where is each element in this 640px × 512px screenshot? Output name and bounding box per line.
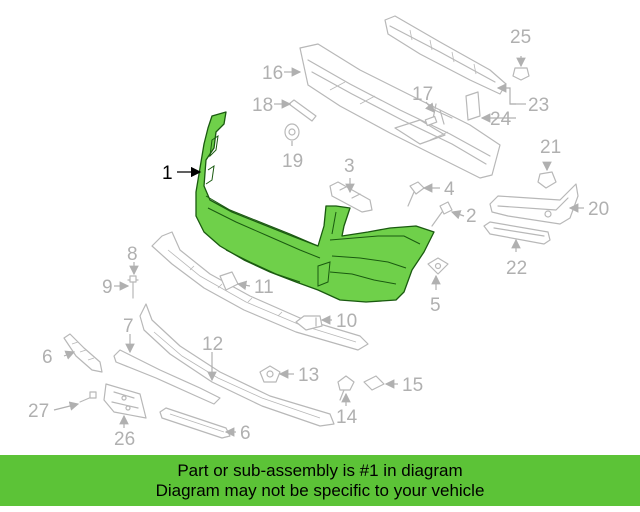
part-25-clip	[512, 67, 530, 81]
callout-8: 8	[127, 244, 138, 265]
callout-19: 19	[282, 151, 303, 172]
part-6-lower-trim	[159, 407, 231, 439]
part-9-clip	[127, 275, 139, 299]
info-banner: Part or sub-assembly is #1 in diagram Di…	[0, 455, 640, 506]
callout-14: 14	[336, 407, 358, 428]
callout-7: 7	[123, 316, 134, 337]
callout-6-left: 6	[42, 347, 53, 368]
part-20-side-bracket	[489, 183, 579, 225]
callout-9: 9	[102, 277, 113, 298]
callout-25: 25	[510, 27, 531, 48]
part-22-lower-trim	[483, 221, 551, 245]
callout-26: 26	[114, 429, 135, 450]
callout-24: 24	[490, 109, 512, 130]
callout-13: 13	[298, 365, 319, 386]
part-7-lower-strip	[139, 303, 335, 427]
callout-20: 20	[588, 199, 609, 220]
banner-line-disclaimer: Diagram may not be specific to your vehi…	[155, 480, 485, 500]
part-24-plate	[465, 91, 481, 121]
callout-27: 27	[28, 401, 49, 422]
part-18-bracket	[288, 99, 317, 122]
leader-lines	[53, 56, 584, 437]
part-26-license-bracket	[103, 383, 147, 419]
part-21-clip	[537, 171, 557, 189]
callout-18: 18	[252, 95, 273, 116]
part-1-bumper-cover	[195, 111, 435, 303]
callout-11: 11	[254, 277, 274, 298]
callout-10: 10	[336, 311, 357, 332]
callout-5: 5	[430, 295, 441, 316]
callout-3: 3	[344, 156, 355, 177]
callout-2: 2	[466, 206, 477, 227]
callout-1: 1	[162, 163, 173, 184]
part-19-clip	[284, 123, 300, 141]
exploded-parts-diagram: 1 16 18 19 3 4 2 5 17 23 24 25 21 20 22 …	[28, 15, 609, 450]
part-12-strip	[113, 349, 221, 405]
callout-labels: 1 16 18 19 3 4 2 5 17 23 24 25 21 20 22 …	[28, 27, 609, 450]
callout-16: 16	[262, 63, 283, 84]
callout-23: 23	[528, 95, 549, 116]
part-8-upper-strip	[151, 231, 369, 351]
callout-21: 21	[540, 137, 561, 158]
part-5-clip	[427, 257, 449, 275]
part-16-reinforcement-beam	[299, 43, 501, 179]
callout-17: 17	[412, 84, 433, 105]
callout-12: 12	[202, 334, 223, 355]
part-27-screw	[79, 391, 97, 403]
part-4-screw	[407, 181, 425, 207]
part-17-bolt	[424, 103, 453, 127]
part-23-energy-absorber	[384, 15, 507, 95]
part-6-left-bracket	[63, 333, 103, 373]
callout-6-lower: 6	[240, 423, 251, 444]
part-13-nut	[259, 365, 281, 383]
callout-15: 15	[402, 375, 423, 396]
part-15-clip	[363, 375, 385, 391]
callout-4: 4	[444, 179, 455, 200]
callout-22: 22	[506, 258, 527, 279]
banner-line-part-number: Part or sub-assembly is #1 in diagram	[177, 460, 463, 480]
part-2-screw	[431, 201, 453, 227]
